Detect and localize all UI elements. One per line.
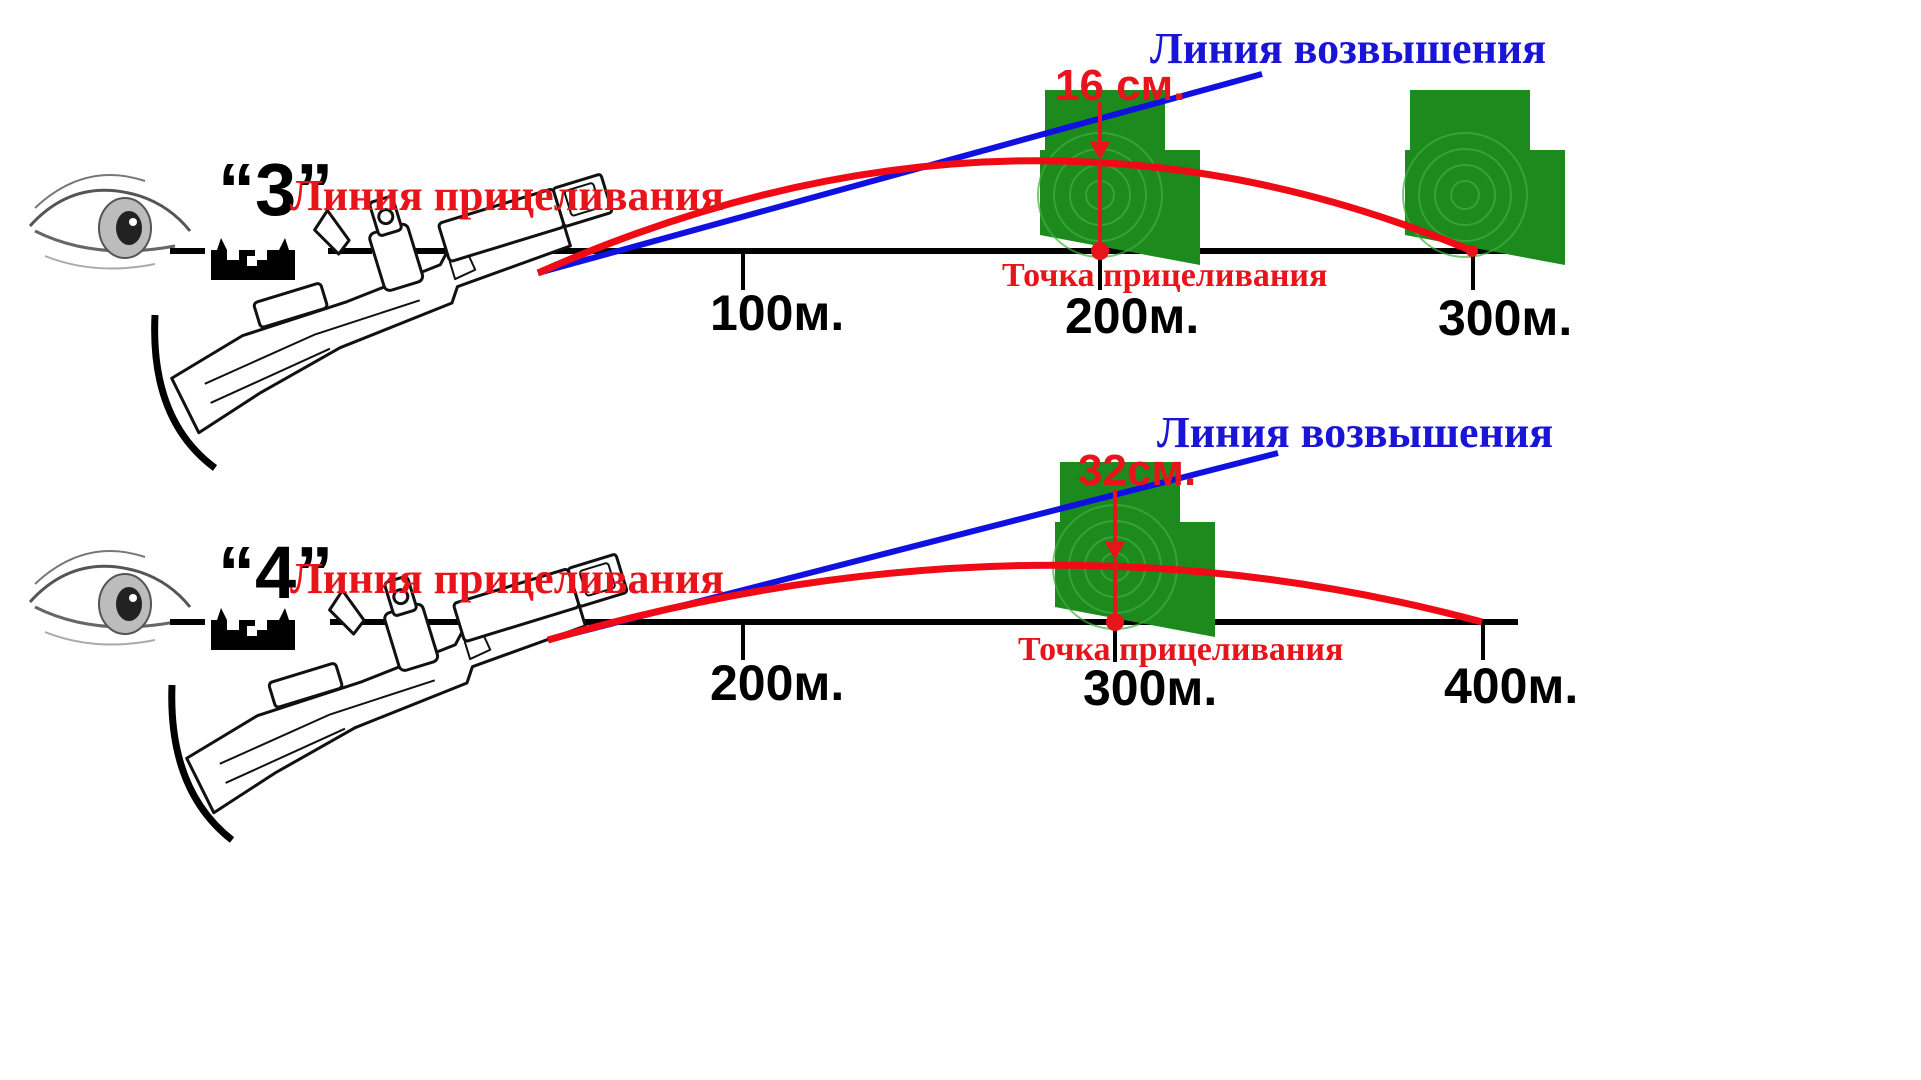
aim-point-marker [1106, 613, 1124, 631]
distance-label-1: 100м. [710, 285, 844, 341]
distance-label-1: 200м. [710, 655, 844, 711]
trajectory [536, 157, 1474, 277]
aiming-line-label: Линия прицеливания [290, 171, 724, 220]
aiming-line-label: Линия прицеливания [290, 554, 724, 603]
aim-point-label: Точка прицеливания [1018, 631, 1343, 668]
distance-label-3: 300м. [1438, 290, 1572, 346]
drop-label: 32см. [1078, 446, 1196, 495]
sight-setting-label: “3” [218, 148, 333, 231]
drop-indicator [1105, 490, 1125, 620]
elevation-line-label: Линия возвышения [1150, 24, 1546, 73]
eye-icon [28, 173, 192, 270]
rear-sight-icon [211, 608, 295, 650]
drop-label: 16 см. [1055, 61, 1185, 110]
eye-icon [28, 549, 192, 646]
impact-marker [1466, 245, 1478, 257]
distance-label-2: 200м. [1065, 288, 1199, 344]
target-300m [1402, 89, 1566, 266]
elevation-line-label: Линия возвышения [1157, 408, 1553, 457]
shooter-shoulder [151, 314, 218, 471]
distance-label-2: 300м. [1083, 660, 1217, 716]
drop-indicator [1090, 102, 1110, 250]
rear-sight-icon [211, 238, 295, 280]
trajectory [547, 561, 1483, 644]
shooter-shoulder [168, 684, 235, 843]
aim-point-marker [1091, 242, 1109, 260]
panel-sight-3: “3” Линия прицеливания Линия возвышения … [28, 24, 1572, 471]
distance-label-3: 400м. [1444, 658, 1578, 714]
sight-setting-label: “4” [218, 531, 333, 614]
aim-point-label: Точка прицеливания [1002, 257, 1327, 294]
panel-sight-4: “4” Линия прицеливания Линия возвышения … [28, 408, 1578, 843]
elevation-line [537, 71, 1263, 276]
